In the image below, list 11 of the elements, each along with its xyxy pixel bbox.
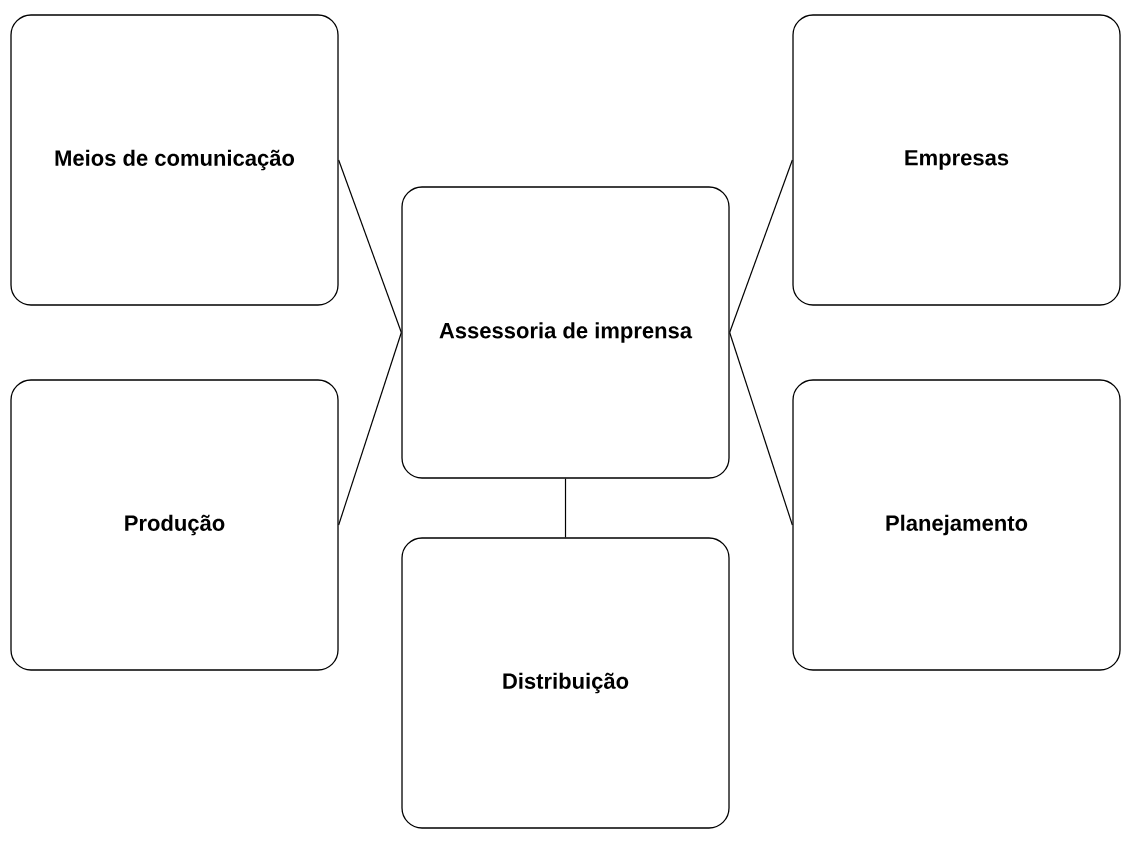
- process-box: Assessoria de imprensa: [401, 186, 730, 479]
- connector-line: [564, 478, 567, 538]
- connector-line: [729, 159, 793, 334]
- process-box: Meios de comunicação: [10, 14, 339, 306]
- process-box: Produção: [10, 379, 339, 671]
- process-box: Empresas: [792, 14, 1121, 306]
- connector-line: [729, 331, 793, 526]
- process-box: Planejamento: [792, 379, 1121, 671]
- process-box: Distribuição: [401, 537, 730, 829]
- connector-line: [338, 159, 402, 334]
- connector-line: [338, 331, 402, 526]
